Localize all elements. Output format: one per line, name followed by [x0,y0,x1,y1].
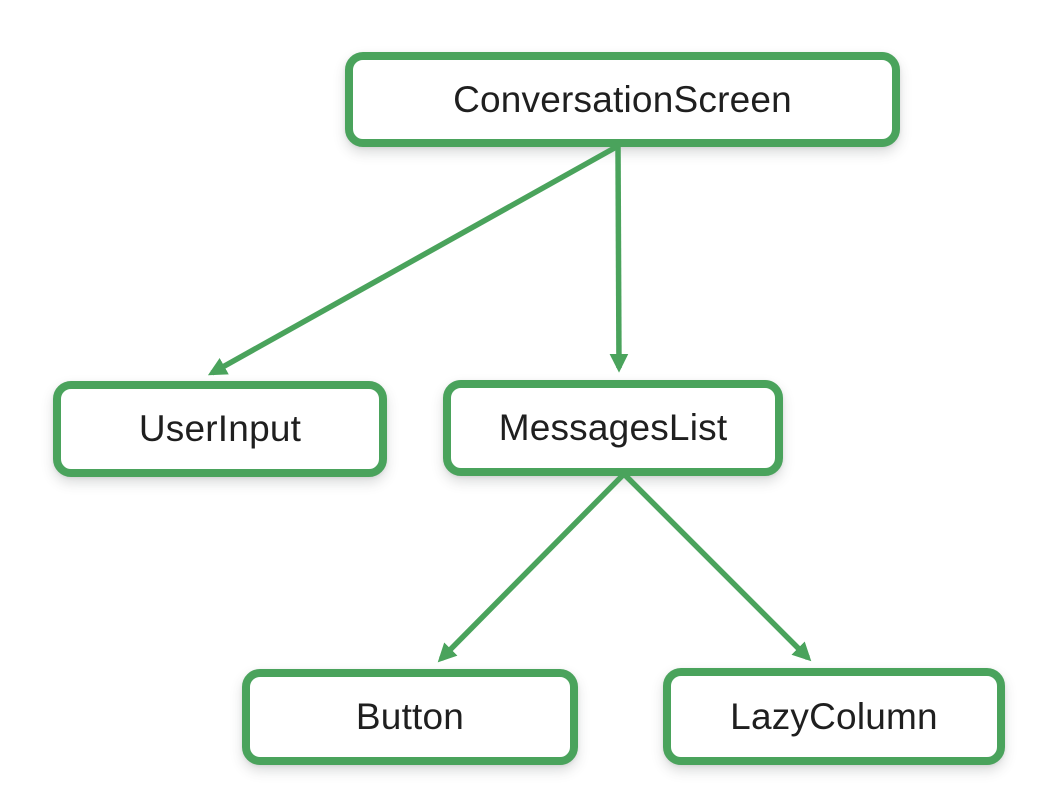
edge-conversationscreen-messageslist [609,145,629,373]
node-lazy-column: LazyColumn [663,668,1005,765]
node-user-input-label: UserInput [138,408,302,449]
node-conversation-screen: ConversationScreen [345,52,900,147]
node-conversation-screen-label: ConversationScreen [453,78,792,120]
node-lazy-column-label: LazyColumn [730,695,938,737]
node-messages-list-label: MessagesList [498,407,728,448]
edge-messageslist-button [437,472,626,663]
node-button: Button [242,669,578,765]
node-user-input: UserInput [53,381,387,477]
edge-messageslist-lazycolumn [622,472,812,662]
node-messages-list: MessagesList [443,380,783,476]
edge-conversationscreen-userinput [207,143,620,376]
node-button-label: Button [355,696,465,737]
